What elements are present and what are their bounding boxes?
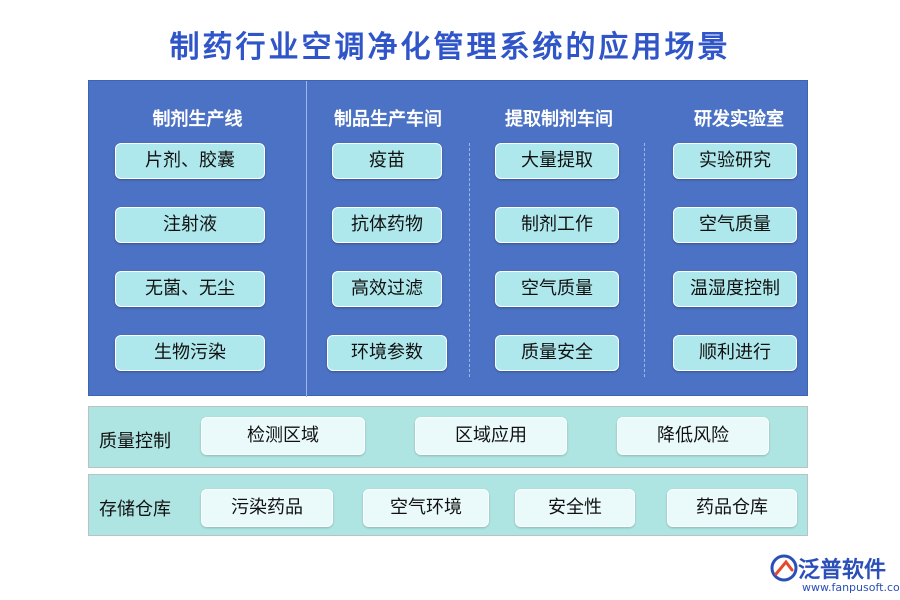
scenario-item: 空气质量 [495, 271, 619, 307]
column-divider [469, 143, 470, 377]
column-title: 研发实验室 [694, 109, 784, 130]
scenario-item: 抗体药物 [332, 207, 442, 243]
scenario-item: 无菌、无尘 [115, 271, 265, 307]
column-title: 制剂生产线 [152, 109, 243, 130]
storage-item: 药品仓库 [667, 489, 797, 527]
logo-url: www.fanpusoft.com [802, 581, 900, 594]
scenario-item: 实验研究 [673, 143, 797, 179]
fanpu-logo: 泛普软件 www.fanpusoft.com [768, 552, 900, 598]
quality-control-band: 质量控制 检测区域 区域应用 降低风险 [88, 406, 808, 468]
workshop-panel: 制剂生产线 片剂、胶囊 注射液 无菌、无尘 生物污染 制品生产车间 疫苗 抗体药… [88, 80, 808, 397]
storage-item: 污染药品 [201, 489, 333, 527]
storage-item: 安全性 [515, 489, 635, 527]
quality-item: 检测区域 [201, 417, 365, 455]
band-label: 存储仓库 [99, 499, 171, 520]
scenario-item: 疫苗 [332, 143, 442, 179]
scenario-item: 顺利进行 [673, 335, 797, 371]
scenario-item: 制剂工作 [495, 207, 619, 243]
scenario-item: 温湿度控制 [673, 271, 797, 307]
quality-item: 降低风险 [617, 417, 769, 455]
page-title: 制药行业空调净化管理系统的应用场景 [169, 30, 731, 65]
column-title: 制品生产车间 [334, 109, 442, 130]
column-divider [644, 143, 645, 377]
storage-item: 空气环境 [363, 489, 489, 527]
scenario-item: 高效过滤 [332, 271, 442, 307]
storage-band: 存储仓库 污染药品 空气环境 安全性 药品仓库 [88, 474, 808, 536]
scenario-item: 空气质量 [673, 207, 797, 243]
logo-name: 泛普软件 [798, 558, 887, 583]
column-divider [306, 81, 307, 397]
scenario-item: 片剂、胶囊 [115, 143, 265, 179]
fanpu-logo-icon [770, 554, 798, 582]
scenario-item: 大量提取 [495, 143, 619, 179]
scenario-item: 质量安全 [495, 335, 619, 371]
band-label: 质量控制 [99, 431, 171, 452]
quality-item: 区域应用 [415, 417, 567, 455]
scenario-item: 生物污染 [115, 335, 265, 371]
column-title: 提取制剂车间 [505, 109, 613, 130]
scenario-item: 注射液 [115, 207, 265, 243]
scenario-item: 环境参数 [327, 335, 447, 371]
